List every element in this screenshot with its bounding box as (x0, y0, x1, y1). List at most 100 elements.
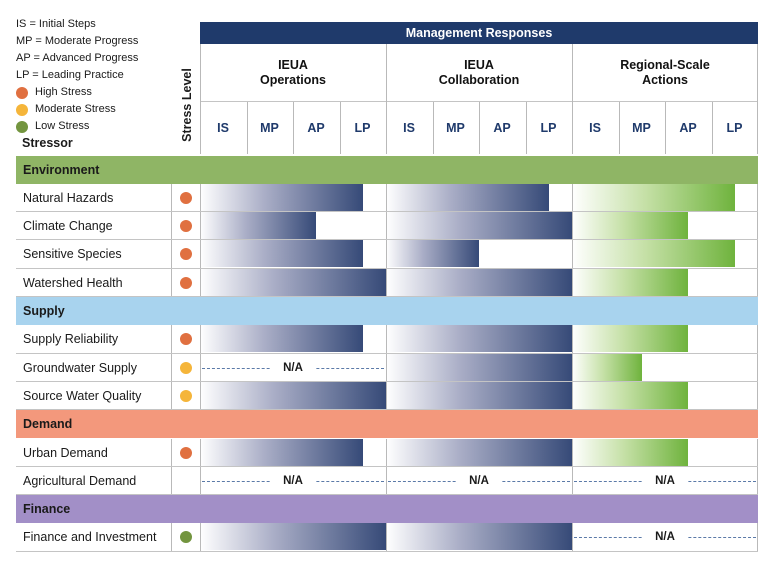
level-divider (432, 102, 434, 154)
level-header-mp: MP (446, 121, 465, 135)
stress-col-divider (171, 183, 172, 213)
progress-bar-collaboration (386, 240, 479, 268)
group-divider (572, 183, 573, 213)
stress-dot-icon (180, 361, 192, 374)
level-divider (665, 102, 666, 154)
level-header-is: IS (589, 121, 601, 135)
progress-bar-collaboration (386, 523, 572, 551)
group-divider (572, 268, 573, 297)
progress-bar-operations (200, 240, 363, 268)
group-title-line2: Actions (642, 73, 688, 87)
legend-high-stress: High Stress (16, 84, 138, 101)
progress-bar-collaboration (386, 381, 572, 409)
level-header-ap: AP (493, 121, 511, 135)
header-divider (200, 101, 758, 102)
group-divider (386, 466, 387, 496)
group-divider (386, 381, 387, 411)
group-divider (200, 523, 201, 552)
na-cell-collaboration: N/A (386, 467, 572, 495)
progress-bar-collaboration (386, 268, 572, 296)
level-header-ap: AP (679, 121, 697, 135)
na-label: N/A (643, 531, 687, 544)
level-header-lp: LP (726, 121, 743, 135)
stress-col-divider (171, 381, 172, 411)
stress-dot-icon (180, 389, 192, 402)
legend: IS = Initial Steps MP = Moderate Progres… (16, 16, 138, 135)
progress-bar-operations (200, 438, 363, 466)
group-divider (757, 381, 758, 411)
moderate-stress-dot-icon (16, 103, 28, 116)
group-divider (386, 212, 387, 241)
high-stress-dot-icon (16, 86, 28, 99)
na-cell-operations: N/A (200, 467, 386, 495)
na-cell-regional: N/A (572, 467, 758, 495)
group-divider (200, 44, 201, 154)
progress-bar-collaboration (386, 183, 549, 211)
level-header-is: IS (217, 121, 229, 135)
stress-col-divider (171, 240, 172, 269)
stressor-label-climate-change: Climate Change (23, 219, 113, 234)
stressor-label-natural-hazards: Natural Hazards (23, 190, 114, 205)
legend-abbr-mp: MP = Moderate Progress (16, 35, 139, 47)
group-title-line2: Operations (260, 73, 326, 87)
stress-dot-icon (180, 276, 192, 289)
section-band-demand: Demand (16, 410, 758, 439)
group-divider (386, 523, 387, 552)
legend-high-stress-label: High Stress (35, 86, 92, 98)
stress-dot-icon (180, 446, 192, 459)
row-divider (16, 465, 758, 467)
level-divider (618, 102, 620, 154)
group-divider (386, 438, 387, 467)
row-divider (16, 409, 758, 411)
row-divider (16, 380, 758, 382)
row-divider (16, 352, 758, 354)
group-divider (757, 44, 758, 154)
group-divider (572, 353, 573, 382)
na-label: N/A (271, 361, 315, 374)
group-divider (572, 438, 573, 467)
group-divider (200, 381, 201, 411)
stress-dot-icon (180, 248, 192, 261)
group-divider (757, 183, 758, 213)
level-header-lp: LP (540, 121, 557, 135)
management-responses-header: Management Responses (200, 22, 758, 44)
group-divider (757, 466, 758, 496)
stressor-label-sensitive-species: Sensitive Species (23, 247, 122, 262)
group-divider (386, 268, 387, 297)
progress-bar-regional (572, 325, 689, 353)
stressor-label-groundwater-supply: Groundwater Supply (23, 360, 137, 375)
legend-abbr-lp: LP = Leading Practice (16, 69, 124, 81)
group-title-line1: IEUA (464, 58, 494, 72)
stressor-label-source-water-quality: Source Water Quality (23, 388, 142, 403)
progress-bar-collaboration (386, 353, 572, 381)
progress-bar-regional (572, 183, 735, 211)
group-divider (757, 353, 758, 382)
level-header-lp: LP (354, 121, 371, 135)
stress-col-divider (171, 466, 172, 496)
na-label: N/A (643, 474, 687, 487)
stress-dot-icon (180, 191, 192, 204)
na-cell-regional: N/A (572, 523, 758, 551)
row-divider (16, 211, 758, 213)
stress-col-divider (171, 268, 172, 297)
level-divider (293, 102, 294, 154)
section-title: Supply (23, 304, 65, 318)
group-divider (200, 325, 201, 354)
group-divider (386, 183, 387, 213)
progress-bar-operations (200, 325, 363, 353)
group-divider (200, 183, 201, 213)
progress-bar-regional (572, 240, 735, 268)
stress-col-divider (171, 353, 172, 382)
na-label: N/A (271, 474, 315, 487)
stressor-label-finance-and-investment: Finance and Investment (23, 530, 157, 545)
stress-col-divider (171, 523, 172, 552)
stressor-label-urban-demand: Urban Demand (23, 445, 108, 460)
row-divider (16, 494, 758, 496)
stress-level-header: Stress Level (179, 60, 195, 150)
group-divider (757, 325, 758, 354)
section-band-environment: Environment (16, 155, 758, 184)
legend-moderate-stress-label: Moderate Stress (35, 103, 116, 115)
stress-col-divider (171, 325, 172, 354)
